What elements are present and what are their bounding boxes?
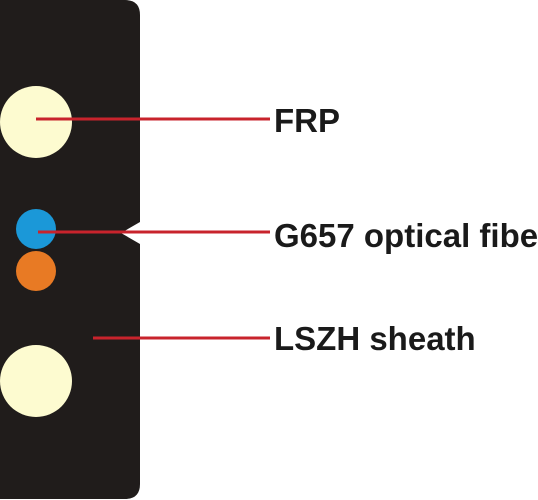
lszh-sheath-label: LSZH sheath <box>274 320 476 357</box>
frp-label: FRP <box>274 102 340 139</box>
lszh-sheath <box>0 0 140 499</box>
optical-fiber-orange <box>16 251 56 291</box>
diagram-canvas <box>0 0 270 499</box>
optical-fiber-label: G657 optical fibe <box>274 217 538 254</box>
optical-fiber-blue <box>16 209 56 249</box>
frp-strength-member-bottom <box>0 345 72 417</box>
frp-strength-member-top <box>0 86 72 158</box>
